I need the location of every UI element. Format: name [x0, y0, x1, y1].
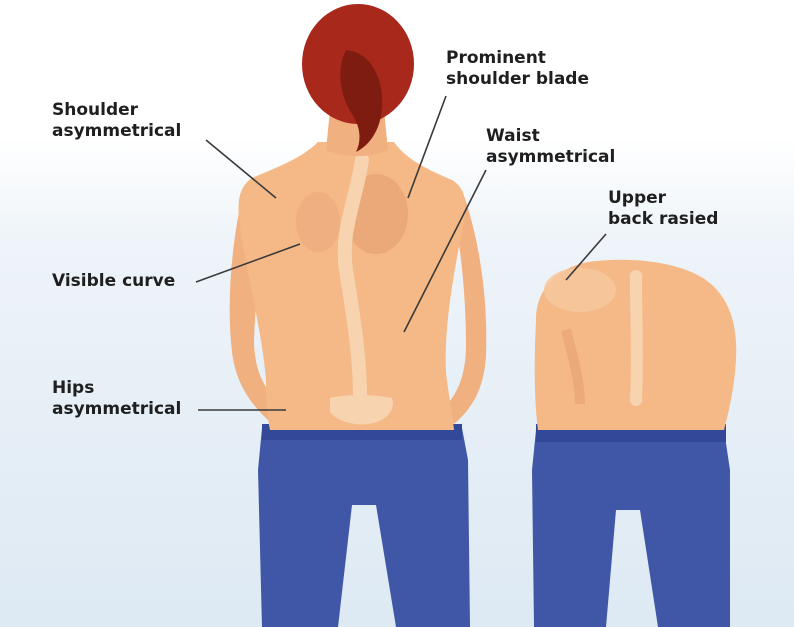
- label-waist-asymmetrical-line1: Waist: [486, 126, 615, 147]
- label-prominent-shoulder-blade: Prominent shoulder blade: [446, 48, 589, 90]
- label-shoulder-asymmetrical-line1: Shoulder: [52, 100, 181, 121]
- leader-shoulder-asymmetrical: [206, 140, 276, 198]
- standing-figure-back-shadow: [296, 192, 340, 252]
- label-hips-asymmetrical-line1: Hips: [52, 378, 181, 399]
- label-visible-curve: Visible curve: [52, 271, 175, 292]
- label-shoulder-asymmetrical-line2: asymmetrical: [52, 121, 181, 142]
- bending-figure-rib-hump: [544, 268, 616, 312]
- bending-figure-spine: [636, 276, 637, 400]
- label-hips-asymmetrical: Hips asymmetrical: [52, 378, 181, 420]
- label-waist-asymmetrical-line2: asymmetrical: [486, 147, 615, 168]
- label-upper-back-raised-line1: Upper: [608, 188, 718, 209]
- label-waist-asymmetrical: Waist asymmetrical: [486, 126, 615, 168]
- label-visible-curve-line1: Visible curve: [52, 271, 175, 292]
- label-upper-back-raised: Upper back rasied: [608, 188, 718, 230]
- label-hips-asymmetrical-line2: asymmetrical: [52, 399, 181, 420]
- label-upper-back-raised-line2: back rasied: [608, 209, 718, 230]
- standing-figure: [230, 4, 487, 627]
- standing-figure-pants: [258, 428, 470, 627]
- label-prominent-shoulder-blade-line2: shoulder blade: [446, 69, 589, 90]
- bending-figure: [532, 260, 736, 627]
- bending-figure-pants: [532, 430, 730, 627]
- label-shoulder-asymmetrical: Shoulder asymmetrical: [52, 100, 181, 142]
- label-prominent-shoulder-blade-line1: Prominent: [446, 48, 589, 69]
